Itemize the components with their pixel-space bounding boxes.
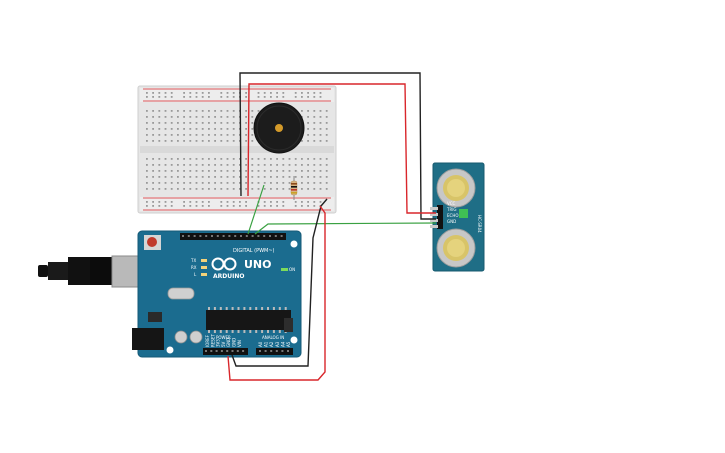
analog-pin-label-4: A4 bbox=[280, 341, 285, 347]
digital-label: DIGITAL (PWM~) bbox=[233, 248, 275, 254]
resistor[interactable] bbox=[290, 176, 298, 200]
microcontroller-chip bbox=[206, 310, 291, 330]
on-label: ON bbox=[289, 267, 295, 272]
analog-pin-label-5: A5 bbox=[286, 341, 291, 347]
wire-green-sensor-trig[interactable] bbox=[254, 222, 437, 235]
usb-cable-plug bbox=[38, 265, 48, 277]
power-header[interactable] bbox=[203, 348, 248, 355]
sensor-pin-label-0: VCC bbox=[447, 201, 456, 206]
sensor-transducer-bottom bbox=[436, 228, 476, 268]
header-pins bbox=[182, 235, 289, 352]
digital-header[interactable] bbox=[180, 233, 286, 240]
power-pin-label-4: GND bbox=[226, 338, 231, 347]
analog-header[interactable] bbox=[256, 348, 293, 355]
wire-red-vcc-sensor[interactable] bbox=[247, 83, 436, 214]
power-label: POWER bbox=[216, 335, 231, 340]
breadboard[interactable] bbox=[137, 85, 337, 214]
analog-pin-label-3: A3 bbox=[275, 341, 280, 347]
rx-label: RX bbox=[191, 265, 197, 270]
board-brand: ARDUINO bbox=[213, 273, 244, 280]
power-pin-label-5: GND bbox=[232, 338, 237, 347]
piezo-buzzer[interactable] bbox=[253, 102, 305, 154]
arduino-logo-icon bbox=[211, 257, 237, 271]
sensor-model-label: HC-SR04 bbox=[477, 215, 482, 233]
power-pin-label-3: 5V bbox=[221, 341, 226, 347]
analog-label: ANALOG IN bbox=[262, 335, 284, 340]
board-model: UNO bbox=[244, 258, 272, 271]
tx-label: TX bbox=[190, 258, 196, 263]
power-pin-label-0: IOREF bbox=[205, 334, 210, 347]
analog-pin-label-0: A0 bbox=[258, 341, 263, 347]
sensor-transducer-top bbox=[436, 168, 476, 208]
power-pin-label-2: 3V3 bbox=[216, 339, 221, 347]
arduino-uno-board[interactable]: ARDUINO UNO DIGITAL (PWM~) ON TX RX L PO… bbox=[38, 230, 302, 358]
sensor-pins bbox=[430, 207, 438, 228]
wire-green-buzzer-signal[interactable] bbox=[247, 184, 265, 235]
power-jack bbox=[132, 328, 164, 350]
sensor-pin-header[interactable] bbox=[437, 205, 443, 229]
sensor-crystal bbox=[459, 209, 468, 218]
power-led bbox=[281, 268, 288, 271]
power-pin-label-6: VIN bbox=[237, 340, 242, 347]
wire-red-5v-arduino[interactable] bbox=[227, 205, 326, 381]
usb-port bbox=[111, 255, 141, 288]
wire-black-gnd-arduino[interactable] bbox=[231, 198, 328, 367]
analog-pin-label-2: A2 bbox=[269, 341, 274, 347]
wire-black-gnd-sensor[interactable] bbox=[239, 72, 436, 220]
sensor-pin-label-3: GND bbox=[447, 219, 456, 224]
power-pin-label-1: RESET bbox=[210, 334, 215, 347]
sensor-pin-label-1: TRIG bbox=[446, 207, 457, 212]
sensor-pin-label-2: ECHO bbox=[447, 213, 458, 218]
analog-pin-label-1: A1 bbox=[264, 341, 269, 347]
l-label: L bbox=[194, 272, 197, 277]
reset-button[interactable] bbox=[147, 237, 157, 247]
